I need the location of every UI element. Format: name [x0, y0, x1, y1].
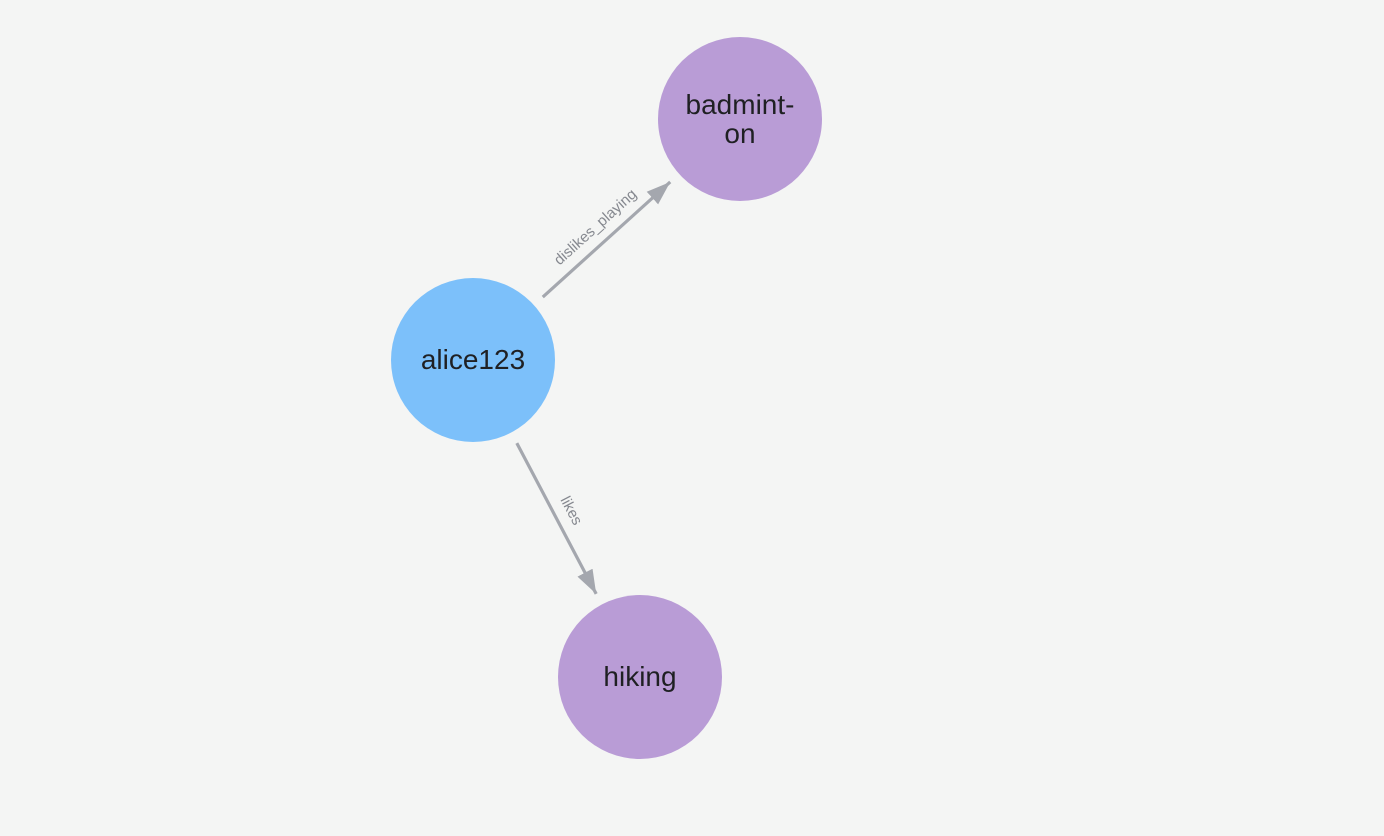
- edge-line[interactable]: [515, 442, 598, 595]
- node-label: badmint- on: [685, 88, 795, 149]
- edge-likes: likes: [515, 442, 598, 595]
- edge-label: likes: [557, 494, 586, 528]
- node-alice123[interactable]: alice123: [391, 278, 555, 442]
- node-label: hiking: [603, 661, 677, 693]
- node-badminton[interactable]: badmint- on: [658, 37, 822, 201]
- edge-line[interactable]: [541, 180, 672, 299]
- node-hiking[interactable]: hiking: [558, 595, 722, 759]
- edge-dislikes-playing: dislikes_playing: [541, 180, 672, 299]
- edge-label: dislikes_playing: [551, 186, 640, 269]
- node-label: alice123: [420, 344, 526, 376]
